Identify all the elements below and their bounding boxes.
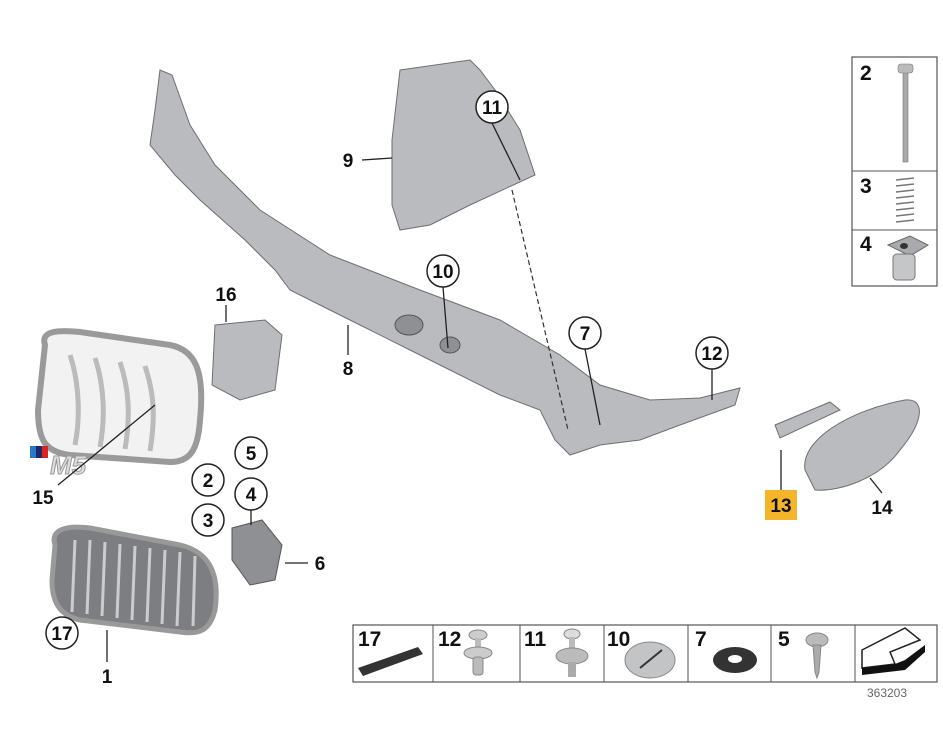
svg-text:2: 2 xyxy=(860,62,872,85)
svg-text:4: 4 xyxy=(246,485,257,506)
callout-8[interactable]: 8 xyxy=(343,359,354,380)
svg-text:3: 3 xyxy=(860,175,872,198)
cowl-hole xyxy=(439,336,461,354)
svg-text:5: 5 xyxy=(246,444,257,465)
svg-text:10: 10 xyxy=(432,262,453,283)
leader-lines xyxy=(57,122,883,662)
callout-3[interactable]: 3 xyxy=(191,503,225,537)
strip-cell-11[interactable]: 11 xyxy=(524,628,589,677)
bottom-parts-strip: 17 12 11 10 7 5 xyxy=(352,624,938,683)
callout-16[interactable]: 16 xyxy=(215,285,236,306)
arrow-navigation-icon[interactable] xyxy=(861,627,925,675)
side-cell-nut-4[interactable]: 4 xyxy=(860,233,930,281)
svg-text:12: 12 xyxy=(701,344,722,365)
svg-text:5: 5 xyxy=(778,628,790,651)
m5-logo: M5 xyxy=(50,450,87,480)
svg-text:17: 17 xyxy=(358,628,381,651)
svg-text:10: 10 xyxy=(607,628,630,651)
lower-grille-slats xyxy=(70,539,197,627)
strip-cell-10[interactable]: 10 xyxy=(607,628,676,679)
callout-7[interactable]: 7 xyxy=(568,316,602,350)
m5-badge-part-15[interactable]: M5 xyxy=(30,446,87,481)
callout-13-highlighted[interactable]: 13 xyxy=(765,490,797,520)
kidney-grille-frame[interactable] xyxy=(34,328,205,466)
svg-text:7: 7 xyxy=(580,324,591,345)
grille-slats xyxy=(67,354,156,452)
svg-text:3: 3 xyxy=(203,511,214,532)
cowl-grommet xyxy=(394,314,424,336)
callout-2[interactable]: 2 xyxy=(191,463,225,497)
actuator-part-16[interactable] xyxy=(211,319,283,401)
strip-cell-12[interactable]: 12 xyxy=(438,628,493,676)
callout-4[interactable]: 4 xyxy=(234,477,268,511)
strip-cell-17[interactable]: 17 xyxy=(358,628,423,676)
cover-part-9[interactable] xyxy=(391,59,536,231)
cowl-panel-part-8[interactable] xyxy=(149,69,741,456)
side-cell-spring-3[interactable]: 3 xyxy=(860,175,915,223)
side-cell-bolt-2[interactable]: 2 xyxy=(860,62,914,163)
callout-9[interactable]: 9 xyxy=(343,151,354,172)
callout-11[interactable]: 11 xyxy=(475,90,509,124)
callout-12[interactable]: 12 xyxy=(695,336,729,370)
vent-grille-part-14[interactable] xyxy=(804,399,920,491)
callout-5[interactable]: 5 xyxy=(234,436,268,470)
bracket-part-6[interactable] xyxy=(231,519,283,586)
svg-text:12: 12 xyxy=(438,628,461,651)
svg-text:13: 13 xyxy=(770,496,791,517)
svg-text:7: 7 xyxy=(695,628,707,651)
callout-10[interactable]: 10 xyxy=(426,254,460,288)
svg-text:17: 17 xyxy=(51,624,72,645)
callout-6[interactable]: 6 xyxy=(315,554,326,575)
svg-text:11: 11 xyxy=(524,628,547,651)
callout-17[interactable]: 17 xyxy=(45,616,79,650)
svg-text:11: 11 xyxy=(482,98,503,119)
strip-cell-7[interactable]: 7 xyxy=(695,628,757,673)
diagram-number: 363203 xyxy=(867,686,907,700)
strip-part-13[interactable] xyxy=(774,401,841,439)
side-parts-box: 2 3 4 xyxy=(851,56,938,287)
strip-cell-5[interactable]: 5 xyxy=(778,628,829,680)
svg-text:4: 4 xyxy=(860,233,872,256)
svg-text:2: 2 xyxy=(203,471,214,492)
callout-1[interactable]: 1 xyxy=(102,667,113,688)
callout-14[interactable]: 14 xyxy=(871,498,893,519)
callout-15[interactable]: 15 xyxy=(32,488,54,509)
